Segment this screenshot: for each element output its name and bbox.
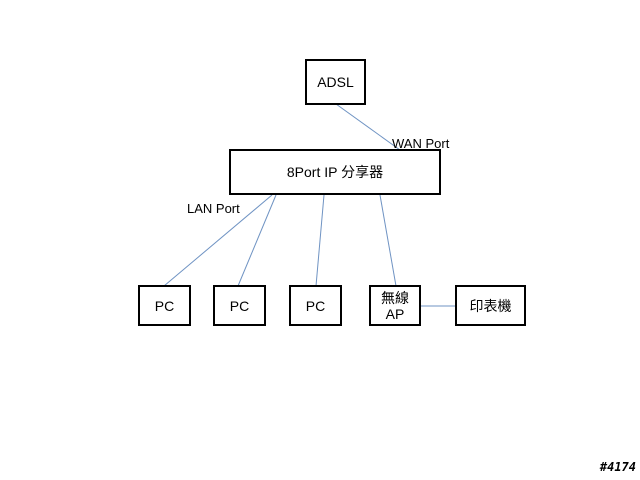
link-router-ap xyxy=(379,194,397,287)
link-adsl-router xyxy=(335,103,401,151)
router-node: 8Port IP 分享器 xyxy=(229,149,441,195)
router-label: 8Port IP 分享器 xyxy=(286,164,384,180)
wireless-ap-label: 無線 AP xyxy=(381,289,409,322)
pc-node-1: PC xyxy=(138,285,191,326)
lan-port-label: LAN Port xyxy=(187,201,240,216)
wireless-ap-node: 無線 AP xyxy=(369,285,421,326)
printer-node: 印表機 xyxy=(455,285,526,326)
pc-node-3: PC xyxy=(289,285,342,326)
slide-id: #4174 xyxy=(599,460,636,474)
printer-label: 印表機 xyxy=(469,297,512,314)
pc-label-1: PC xyxy=(154,297,175,314)
adsl-node: ADSL xyxy=(305,59,366,105)
pc-node-2: PC xyxy=(213,285,266,326)
link-router-pc3 xyxy=(315,194,325,287)
adsl-label: ADSL xyxy=(317,74,354,90)
wan-port-label: WAN Port xyxy=(392,136,450,151)
link-router-pc2 xyxy=(237,194,277,287)
pc-label-2: PC xyxy=(229,297,250,314)
pc-label-3: PC xyxy=(305,297,326,314)
link-router-pc1 xyxy=(163,194,273,287)
